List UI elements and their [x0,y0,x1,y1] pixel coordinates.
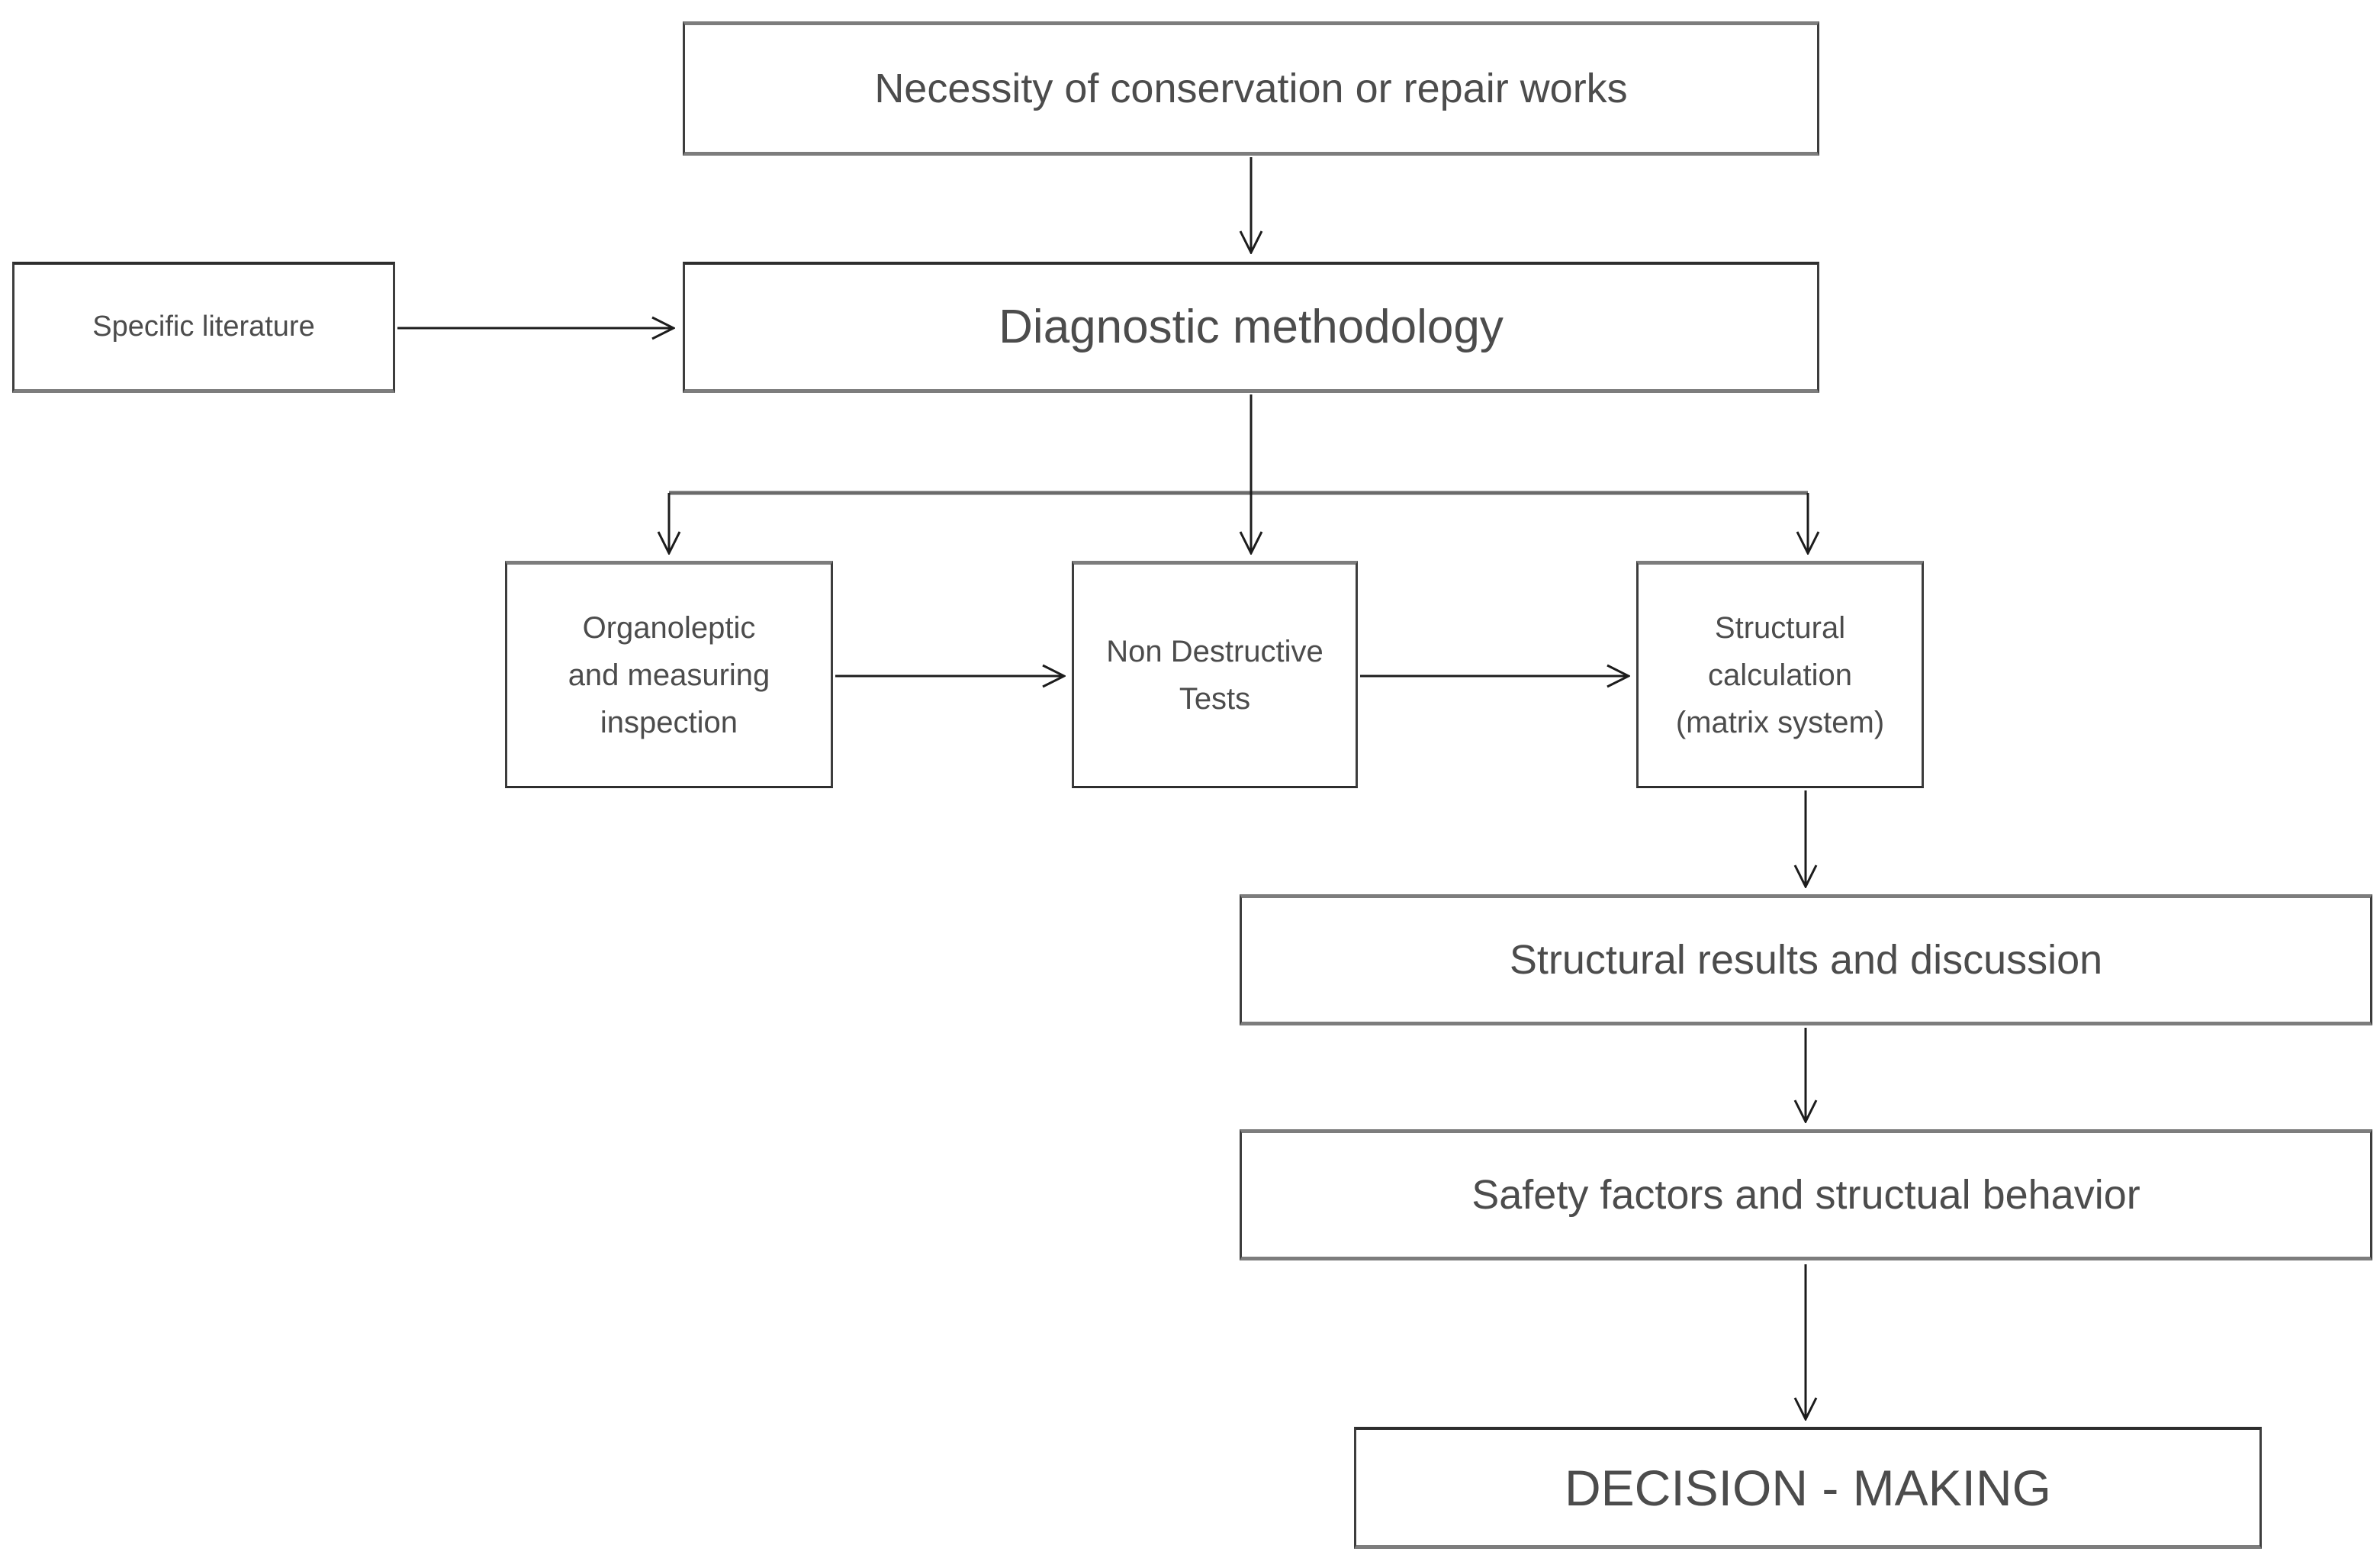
node-structural-results: Structural results and discussion [1240,894,2372,1025]
node-specific-literature: Specific literature [12,262,395,393]
node-necessity-label: Necessity of conservation or repair work… [874,66,1628,111]
node-organoleptic-inspection-label: Organoleptic and measuring inspection [568,611,770,739]
node-specific-literature-label: Specific literature [92,311,315,343]
node-safety-factors-label: Safety factors and structual behavior [1471,1172,2140,1218]
node-structural-results-label: Structural results and discussion [1509,937,2103,983]
node-non-destructive-tests: Non Destructive Tests [1072,561,1358,788]
node-structural-calculation-label: Structural calculation (matrix system) [1675,611,1885,739]
node-diagnostic-methodology: Diagnostic methodology [683,262,1819,393]
node-decision-making-label: DECISION - MAKING [1564,1459,2052,1516]
node-necessity: Necessity of conservation or repair work… [683,21,1819,156]
node-organoleptic-inspection: Organoleptic and measuring inspection [505,561,833,788]
node-structural-calculation: Structural calculation (matrix system) [1636,561,1924,788]
node-diagnostic-methodology-label: Diagnostic methodology [999,301,1504,353]
node-non-destructive-tests-label: Non Destructive Tests [1106,635,1323,716]
node-safety-factors: Safety factors and structual behavior [1240,1129,2372,1260]
node-decision-making: DECISION - MAKING [1354,1427,2262,1549]
